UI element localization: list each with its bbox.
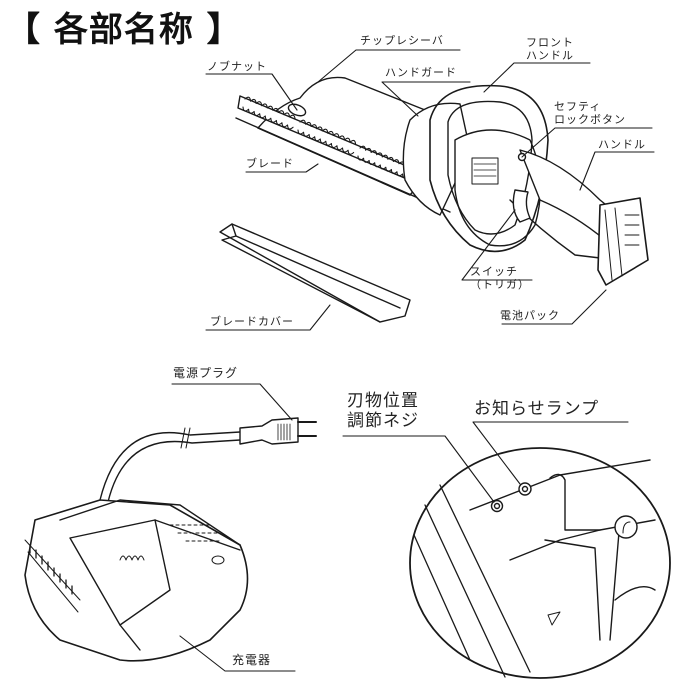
label-blade-cover: ブレードカバー	[210, 315, 294, 328]
label-charger: 充電器	[232, 653, 272, 667]
leader-knob-nut	[205, 73, 298, 111]
label-power-plug: 電源プラグ	[173, 366, 239, 380]
leader-handle	[579, 151, 655, 191]
page-title: 【 各部名称 】	[6, 10, 242, 50]
leader-indicator-lamp	[472, 421, 629, 485]
charger-body-shape	[24, 499, 249, 662]
power-plug-shape	[239, 417, 299, 445]
leader-blade-cover	[205, 304, 331, 331]
label-battery-pack: 電池パック	[500, 309, 560, 322]
detail-circle	[409, 447, 671, 679]
label-front-handle: フロント ハンドル	[526, 36, 574, 62]
label-indicator-lamp: お知らせランプ	[474, 399, 600, 419]
label-handle: ハンドル	[598, 138, 646, 151]
indicator-lamp-shape	[518, 482, 532, 496]
leader-charger	[179, 635, 296, 672]
leader-front-handle	[483, 62, 591, 93]
charger-illustration	[24, 417, 317, 662]
label-hand-guard: ハンドガード	[385, 66, 457, 79]
blade-position-screw-shape	[490, 499, 504, 513]
leader-switch	[461, 209, 533, 281]
leader-blade	[245, 163, 319, 173]
leader-lines	[171, 49, 655, 672]
label-switch-trigger: スイッチ （トリガ）	[470, 265, 530, 291]
leader-battery	[501, 289, 607, 325]
leader-chip-receiver	[317, 49, 461, 83]
label-blade-position-screw: 刃物位置 調節ネジ	[347, 391, 419, 431]
motor-housing-shape	[454, 129, 542, 247]
hedge-trimmer-illustration	[235, 76, 649, 286]
leader-hand-guard	[381, 81, 471, 117]
label-blade: ブレード	[246, 157, 294, 170]
label-knob-nut: ノブナット	[207, 60, 267, 73]
switch-trigger-shape	[512, 189, 531, 223]
leader-safety-lock	[521, 127, 653, 158]
detail-magnified-illustration	[409, 447, 671, 679]
blade-cover-illustration	[219, 223, 411, 323]
leader-power-plug	[171, 383, 293, 421]
label-chip-receiver: チップレシーバ	[360, 34, 444, 47]
label-safety-lock-button: セフティ ロックボタン	[554, 100, 626, 126]
leader-blade-position-screw	[342, 435, 495, 503]
hand-guard-shape	[402, 102, 471, 216]
